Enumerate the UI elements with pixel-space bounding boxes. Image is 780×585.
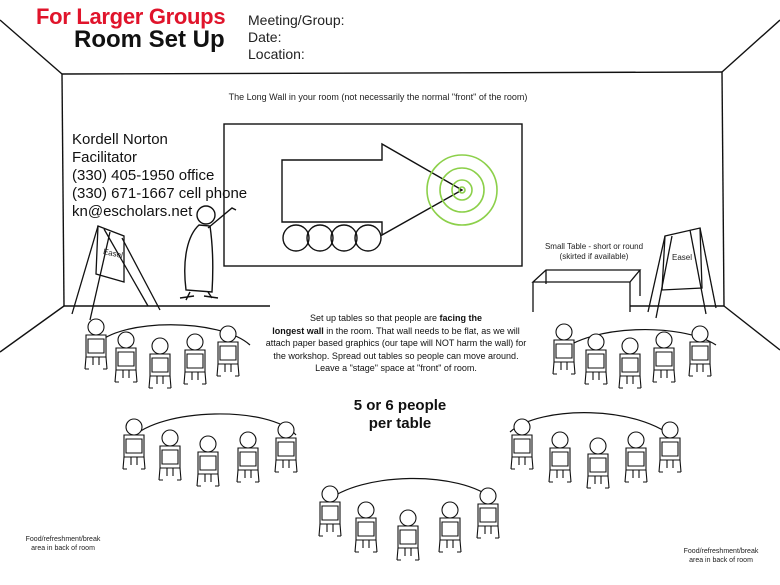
table-group-5 — [318, 477, 500, 561]
people-per-table-note: 5 or 6 people per table — [330, 397, 470, 433]
title-room-set-up: Room Set Up — [74, 26, 225, 53]
table-group-1 — [84, 318, 251, 389]
arrow-shape — [281, 142, 464, 237]
facilitator-role: Facilitator — [72, 149, 138, 166]
instructions-text-1: Set up tables so that people are — [309, 313, 440, 323]
location-label: Location: — [248, 46, 305, 62]
floor-line-right — [723, 305, 780, 351]
meeting-group-label: Meeting/Group: — [248, 12, 345, 28]
floor-line-left — [0, 305, 65, 353]
instructions-text-2: in the room. That wall needs to be flat,… — [265, 325, 527, 374]
small-table-label: Small Table - short or round (skirted if… — [534, 242, 654, 262]
food-area-right-note: Food/refreshment/break area in back of r… — [683, 548, 759, 564]
wheel-circle — [282, 224, 310, 252]
people-note-line2: per table — [368, 415, 432, 432]
presenter-figure — [179, 205, 237, 301]
setup-instructions: Set up tables so that people are facing … — [262, 312, 530, 375]
facilitator-name: Kordell Norton — [72, 131, 168, 148]
wheel-circle — [306, 224, 334, 252]
ceiling-line-left — [0, 19, 63, 75]
wall-edge-right — [721, 71, 725, 307]
table-group-2 — [552, 323, 717, 389]
easel-right-label: Easel — [672, 253, 693, 262]
small-table-label-line1: Small Table - short or round — [544, 242, 644, 251]
instructions-bold-1: facing the — [439, 313, 483, 323]
email: kn@escholars.net — [72, 203, 193, 220]
wall-graphic-area — [223, 123, 523, 267]
wheel-circle — [354, 224, 382, 252]
people-note-line1: 5 or 6 people — [353, 397, 447, 414]
office-phone: (330) 405-1950 office — [72, 167, 215, 184]
wheel-circle — [330, 224, 358, 252]
date-label: Date: — [248, 29, 282, 45]
table-group-4 — [509, 412, 682, 489]
ceiling-line — [61, 71, 723, 75]
instructions-bold-2: longest wall — [272, 325, 324, 336]
food-area-left-note: Food/refreshment/break area in back of r… — [25, 536, 101, 552]
long-wall-caption: The Long Wall in your room (not necessar… — [228, 92, 528, 102]
title-for-larger-groups: For Larger Groups — [36, 4, 226, 29]
wall-edge-left — [61, 73, 65, 307]
easel-left — [71, 225, 161, 321]
small-table-label-line2: (skirted if available) — [559, 252, 629, 261]
ceiling-line-right — [721, 19, 780, 73]
cell-phone: (330) 671-1667 cell phone — [72, 185, 248, 202]
table-group-3 — [122, 413, 298, 487]
easel-right — [647, 227, 717, 319]
facilitator-contact: Kordell Norton Facilitator (330) 405-195… — [72, 131, 247, 221]
small-table — [531, 269, 642, 312]
target-icon — [426, 154, 498, 226]
